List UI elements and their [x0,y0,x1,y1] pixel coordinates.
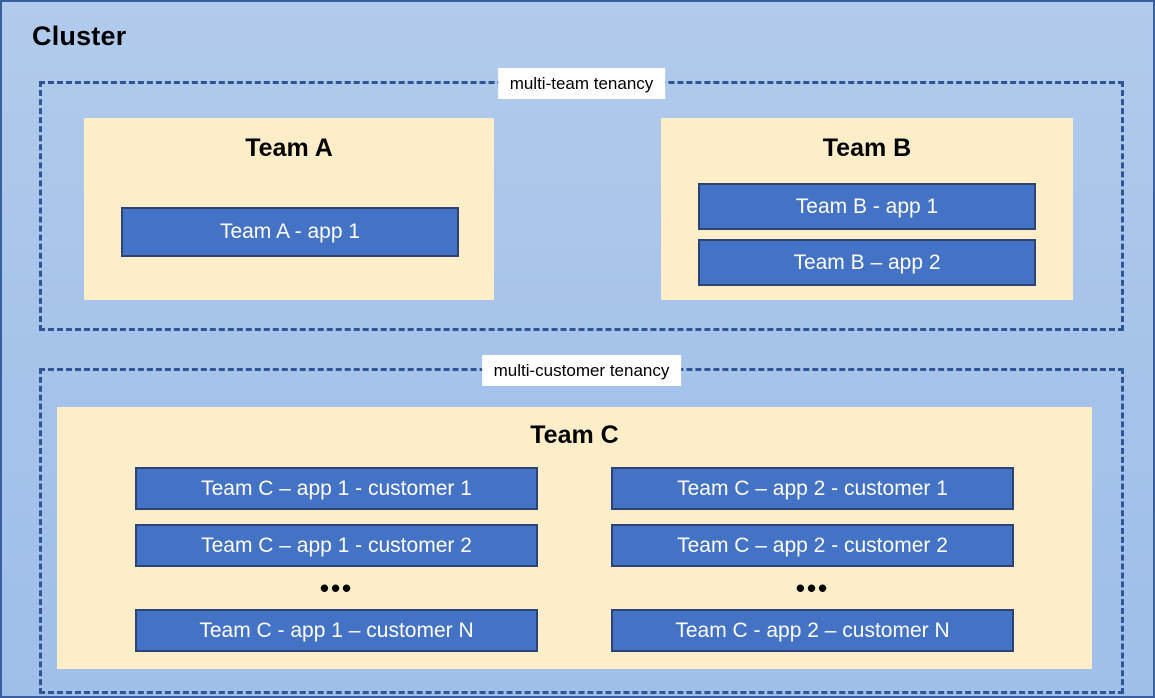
app-chip-team-c-app-1-customer-1[interactable]: Team C – app 1 - customer 1 [135,467,538,510]
team-a-app-list: Team A - app 1 [121,207,459,257]
team-b-title: Team B [822,134,912,162]
app-chip-team-c-app-2-customer-n[interactable]: Team C - app 2 – customer N [611,609,1014,652]
cluster-title: Cluster [32,21,127,51]
app-chip-team-b-app-1[interactable]: Team B - app 1 [698,183,1036,230]
app-chip-team-c-app-1-customer-n[interactable]: Team C - app 1 – customer N [135,609,538,652]
team-panel-a: Team A Team A - app 1 [84,118,494,300]
team-panel-b: Team B Team B - app 1 Team B – app 2 [661,118,1073,300]
ellipsis-team-c-app-1: ••• [319,573,354,603]
tenancy-region-multi-customer: multi-customer tenancy [39,355,1124,694]
app-chip-team-c-app-1-customer-2[interactable]: Team C – app 1 - customer 2 [135,524,538,567]
tenancy-region-multi-team: multi-team tenancy [39,68,1124,331]
team-b-app-list: Team B - app 1 Team B – app 2 [698,183,1036,286]
team-panel-c: Team C Team C – app 1 - customer 1 Team … [57,407,1092,669]
tenancy-label-multi-team: multi-team tenancy [497,68,666,99]
team-c-column-app-1: Team C – app 1 - customer 1 Team C – app… [135,467,538,652]
team-c-columns: Team C – app 1 - customer 1 Team C – app… [57,467,1092,652]
ellipsis-team-c-app-2: ••• [795,573,830,603]
app-chip-team-b-app-2[interactable]: Team B – app 2 [698,239,1036,286]
app-chip-team-a-app-1[interactable]: Team A - app 1 [121,207,459,257]
tenancy-label-multi-customer: multi-customer tenancy [481,355,682,386]
app-chip-team-c-app-2-customer-1[interactable]: Team C – app 2 - customer 1 [611,467,1014,510]
team-c-title: Team C [530,421,619,449]
team-c-column-app-2: Team C – app 2 - customer 1 Team C – app… [611,467,1014,652]
app-chip-team-c-app-2-customer-2[interactable]: Team C – app 2 - customer 2 [611,524,1014,567]
team-a-title: Team A [245,134,333,162]
